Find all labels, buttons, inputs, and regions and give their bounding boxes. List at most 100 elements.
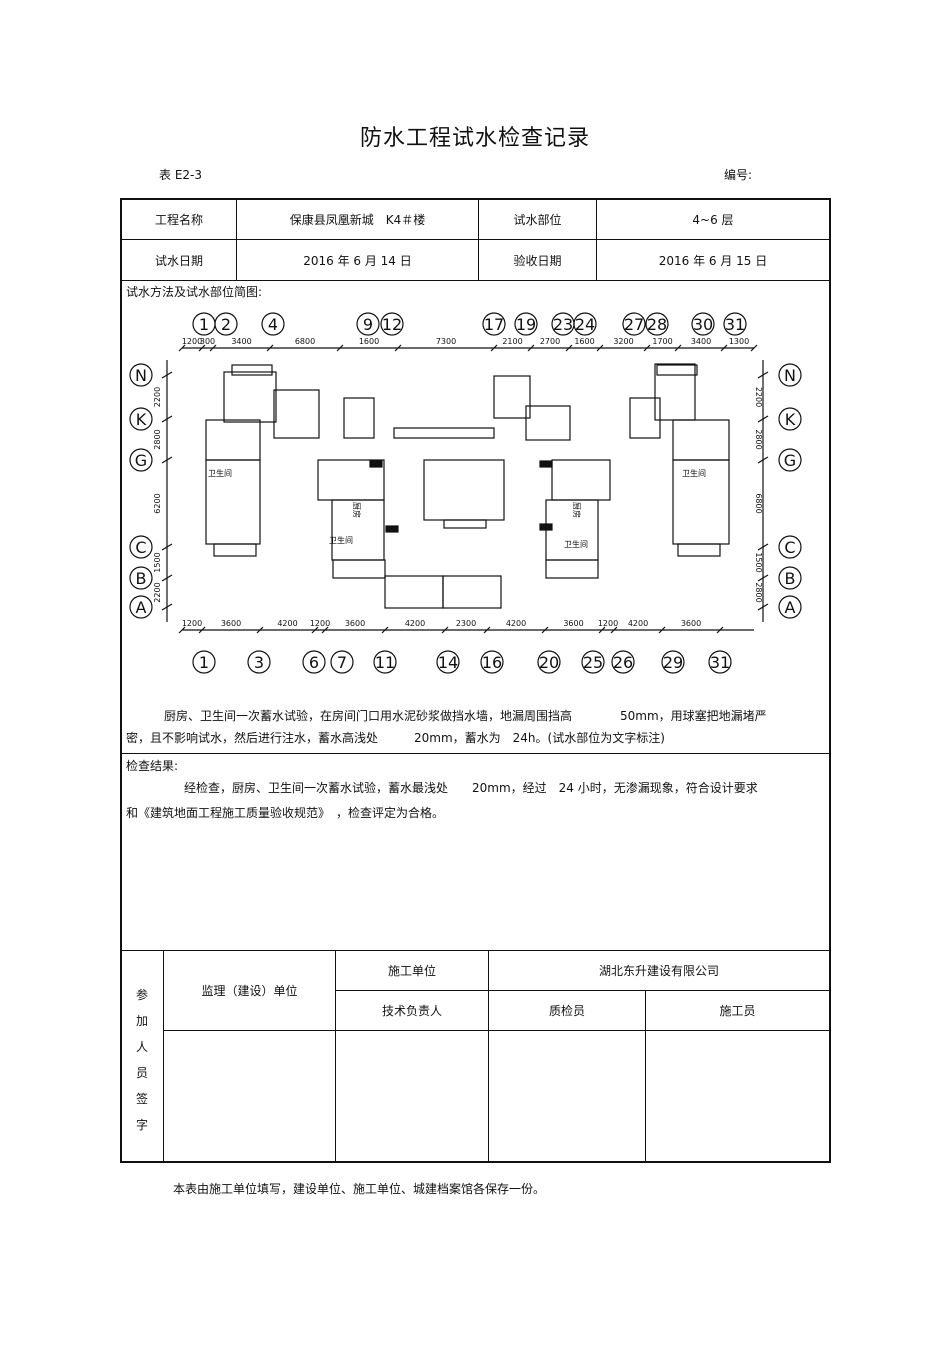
axis-bubble-bottom-label: 25 [583,653,603,672]
test-date-label: 试水日期 [154,253,203,268]
axis-bubble-top [482,312,506,336]
room-label-bathroom: 卫生间 [682,468,706,478]
threshold-marker [385,525,399,533]
test-part-label: 试水部位 [513,213,562,227]
table-border-bottom [120,1161,831,1163]
dimension-label-right: 1500 [754,552,763,572]
axis-bubble-bottom [373,650,397,674]
footnote: 本表由施工单位填写，建设单位、施工单位、城建档案馆各保存一份。 [173,1182,546,1196]
dimension-label-right: 2200 [754,387,763,407]
dimension-tick [321,626,329,634]
method-label: 试水方法及试水部位简图: [126,285,263,299]
axis-bubble-right-label: B [785,569,796,588]
axis-bubble-top-label: 23 [553,315,573,334]
axis-bubble-top-label: 30 [693,315,713,334]
wall-outline [629,397,661,439]
wall-outline [443,519,487,529]
wall-outline [442,575,502,609]
dimension-label-top: 1200 [182,337,202,346]
dimension-tick [161,574,173,582]
dimension-tick [381,626,389,634]
wall-outline [213,543,257,557]
dimension-tick [161,603,173,611]
dimension-tick [610,626,618,634]
dimension-tick [198,344,206,352]
wall-outline [656,364,698,376]
dimension-tick [658,626,666,634]
axis-bubble-bottom-label: 20 [539,653,559,672]
axis-bubble-right-label: N [784,366,796,385]
dimension-label-top: 2700 [540,337,560,346]
dimension-tick [757,456,769,464]
axis-bubble-right [778,535,802,559]
dimension-label-left: 2200 [153,582,162,602]
form-number: 表 E2-3 [159,168,202,182]
threshold-marker [539,523,553,531]
threshold-marker [369,460,383,468]
axis-bubble-bottom [537,650,561,674]
axis-bubble-left [129,407,153,431]
dimension-tick [720,344,728,352]
axis-bubble-left [129,595,153,619]
axis-bubble-bottom [661,650,685,674]
dimension-tick [541,626,549,634]
vertical-char: 签 [135,1092,148,1106]
room-label-kitchen: 厨房 [352,502,362,518]
axis-bubble-bottom-label: 11 [375,653,395,672]
dimension-tick [178,626,186,634]
dimension-label-top: 3400 [231,337,251,346]
wall-outline [545,559,599,579]
dimension-tick [311,626,319,634]
dimension-label-bottom: 4200 [405,619,425,628]
page-title: 防水工程试水检查记录 [359,126,590,151]
dimension-tick [490,344,498,352]
axis-bubble-bottom [330,650,354,674]
method-text-line2: 密，且不影响试水，然后进行注水，蓄水高浅处 20mm，蓄水为 24h。(试水部位… [126,731,665,745]
dimension-label-left: 2800 [153,429,162,449]
result-text-line2: 和《建筑地面工程施工质量验收规范》 ，检查评定为合格。 [126,806,445,820]
dimension-label-bottom: 3600 [221,619,241,628]
corridor-outline [393,427,495,439]
axis-bubble-right-label: K [785,410,796,429]
axis-bubble-bottom-label: 29 [663,653,683,672]
dimension-tick [161,371,173,379]
builder-label: 施工员 [719,1004,756,1018]
axis-bubble-bottom [708,650,732,674]
axis-bubble-top-label: 9 [363,315,373,334]
dimension-label-bottom: 1200 [182,619,202,628]
dimension-tick [716,626,724,634]
dimension-tick [161,415,173,423]
axis-bubble-right [778,595,802,619]
accept-date-label: 验收日期 [513,253,562,268]
dimension-label-left: 1500 [153,552,162,572]
supervisor-unit-label: 监理（建设）单位 [201,984,298,998]
dimension-label-top: 1600 [359,337,379,346]
room-label-bathroom: 卫生间 [208,468,232,478]
axis-bubble-right [778,566,802,590]
axis-bubble-left [129,566,153,590]
dimension-tick [178,344,186,352]
vertical-char: 加 [135,1014,148,1028]
contractor-label: 施工单位 [387,964,436,978]
table-border-right [829,198,831,1163]
dimension-label-bottom: 4200 [628,619,648,628]
axis-bubble-bottom [480,650,504,674]
dimension-label-bottom: 2300 [456,619,476,628]
dimension-label-bottom: 3600 [345,619,365,628]
serial-label: 编号: [724,168,753,182]
wall-outline [545,499,599,561]
axis-bubble-top [691,312,715,336]
axis-bubble-right [778,363,802,387]
dimension-tick [198,626,206,634]
dimension-tick [757,603,769,611]
method-text-line1: 厨房、卫生间一次蓄水试验，在房间门口用水泥砂浆做挡水墙，地漏周围挡高 50mm，… [164,709,767,723]
wall-outline [493,375,531,419]
axis-bubble-top-label: 28 [647,315,667,334]
test-date-value: 2016 年 6 月 14 日 [303,253,412,268]
axis-bubble-left-label: C [135,538,146,557]
room-label-kitchen: 厨房 [572,502,582,518]
wall-outline [343,397,375,439]
dimension-tick [394,344,402,352]
axis-bubble-top [214,312,238,336]
axis-bubble-top [261,312,285,336]
